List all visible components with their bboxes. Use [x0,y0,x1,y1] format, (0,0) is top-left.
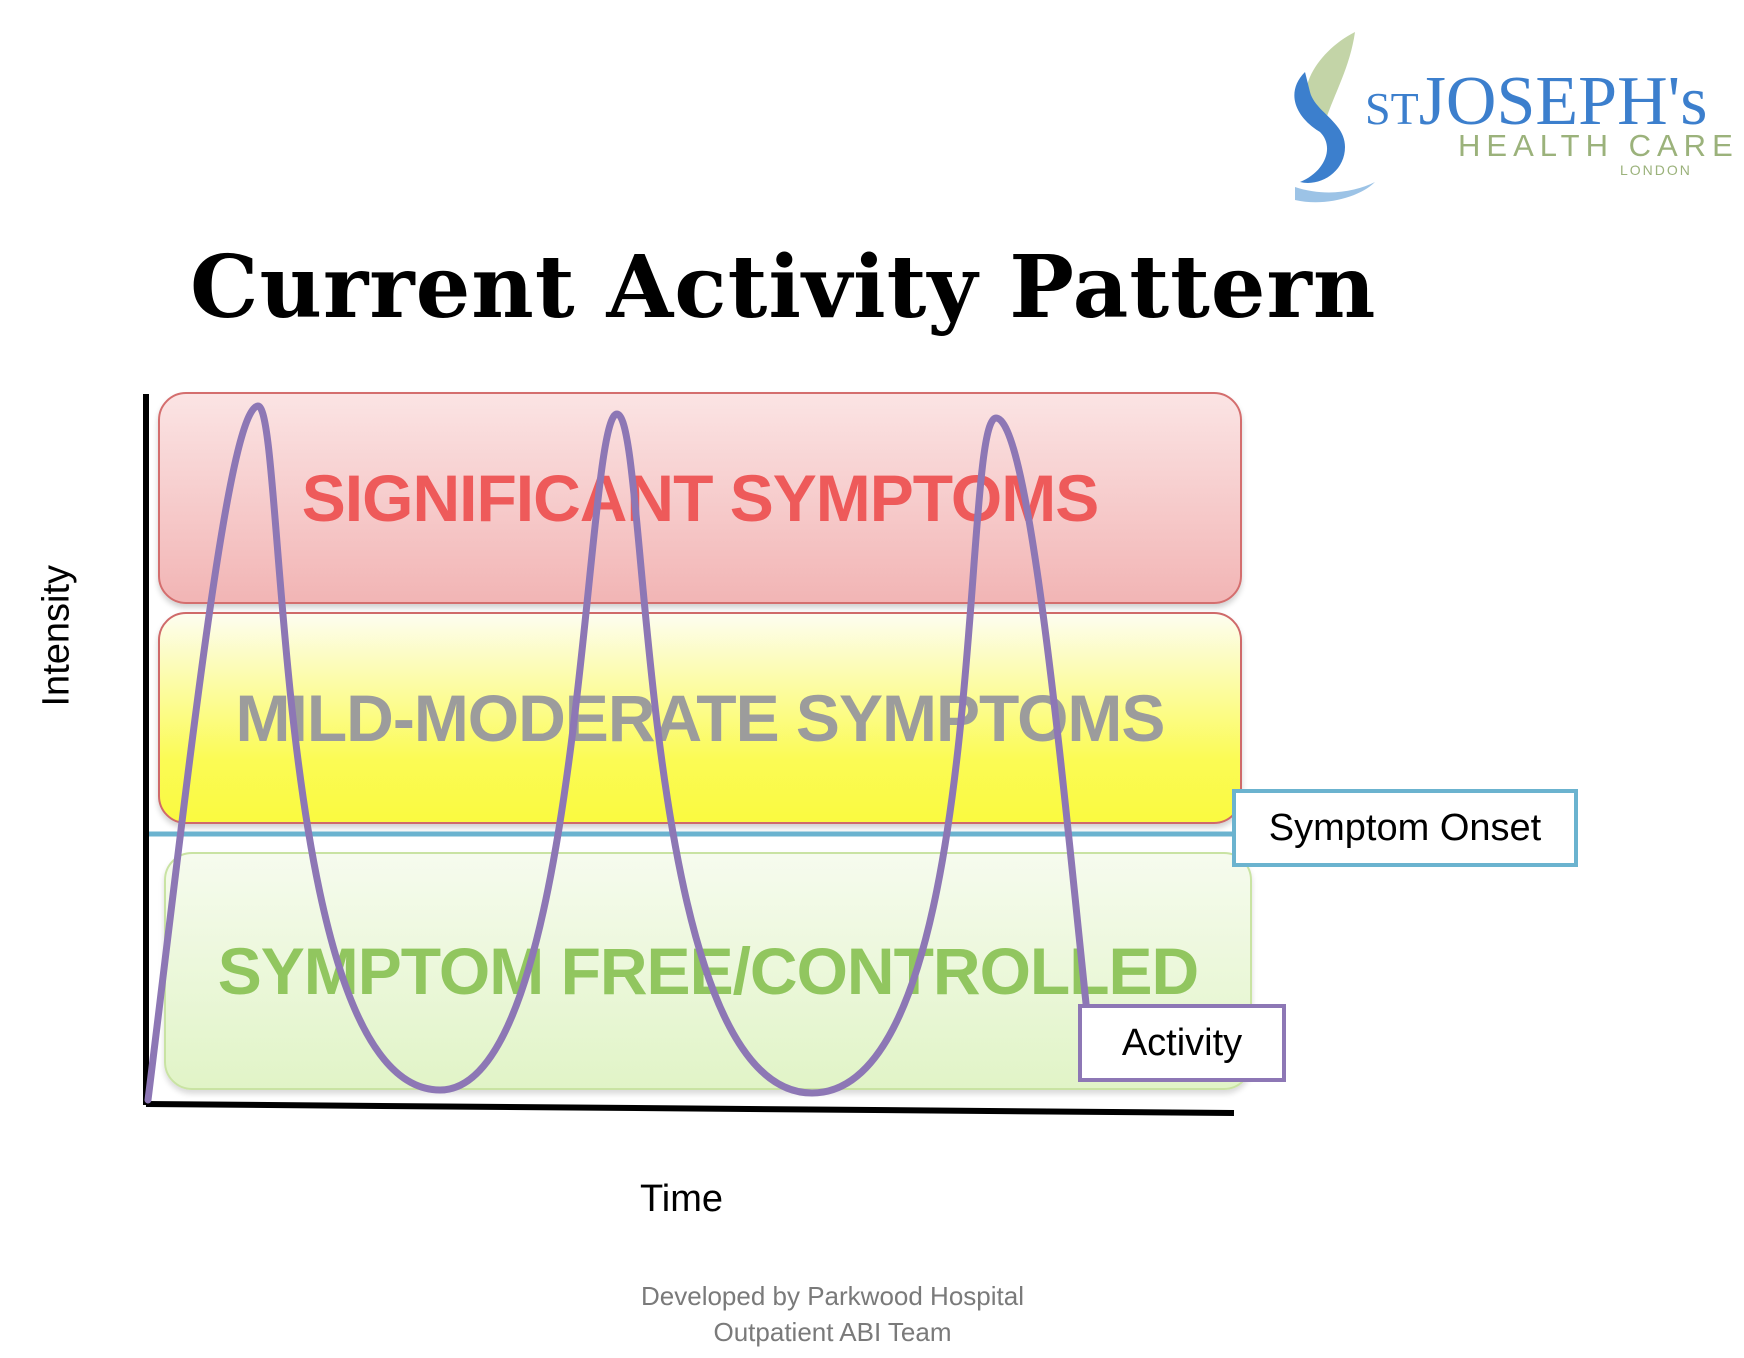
page-title: Current Activity Pattern [190,237,1377,338]
logo-london: LONDON [1620,162,1692,178]
credit-line-2: Outpatient ABI Team [713,1317,952,1347]
st-josephs-logo-mark [1294,32,1375,203]
symptom-onset-label: Symptom Onset [1232,789,1578,867]
logo-health-care: HEALTH CARE [1458,128,1739,163]
credit-line-1: Developed by Parkwood Hospital [641,1281,1024,1311]
activity-curve [144,402,1096,1104]
logo-st: ST [1365,83,1419,134]
logo-st-joseph-text: STJOSEPH's [1365,62,1708,149]
zone-significant-symptoms: SIGNIFICANT SYMPTOMS [158,392,1242,604]
logo-joseph: JOSEPH's [1418,63,1708,140]
credit-text: Developed by Parkwood Hospital Outpatien… [560,1278,1105,1350]
y-axis-label: Intensity [35,564,78,707]
x-axis-label: Time [640,1178,724,1220]
x-axis [145,1101,1235,1116]
activity-label: Activity [1078,1004,1286,1082]
